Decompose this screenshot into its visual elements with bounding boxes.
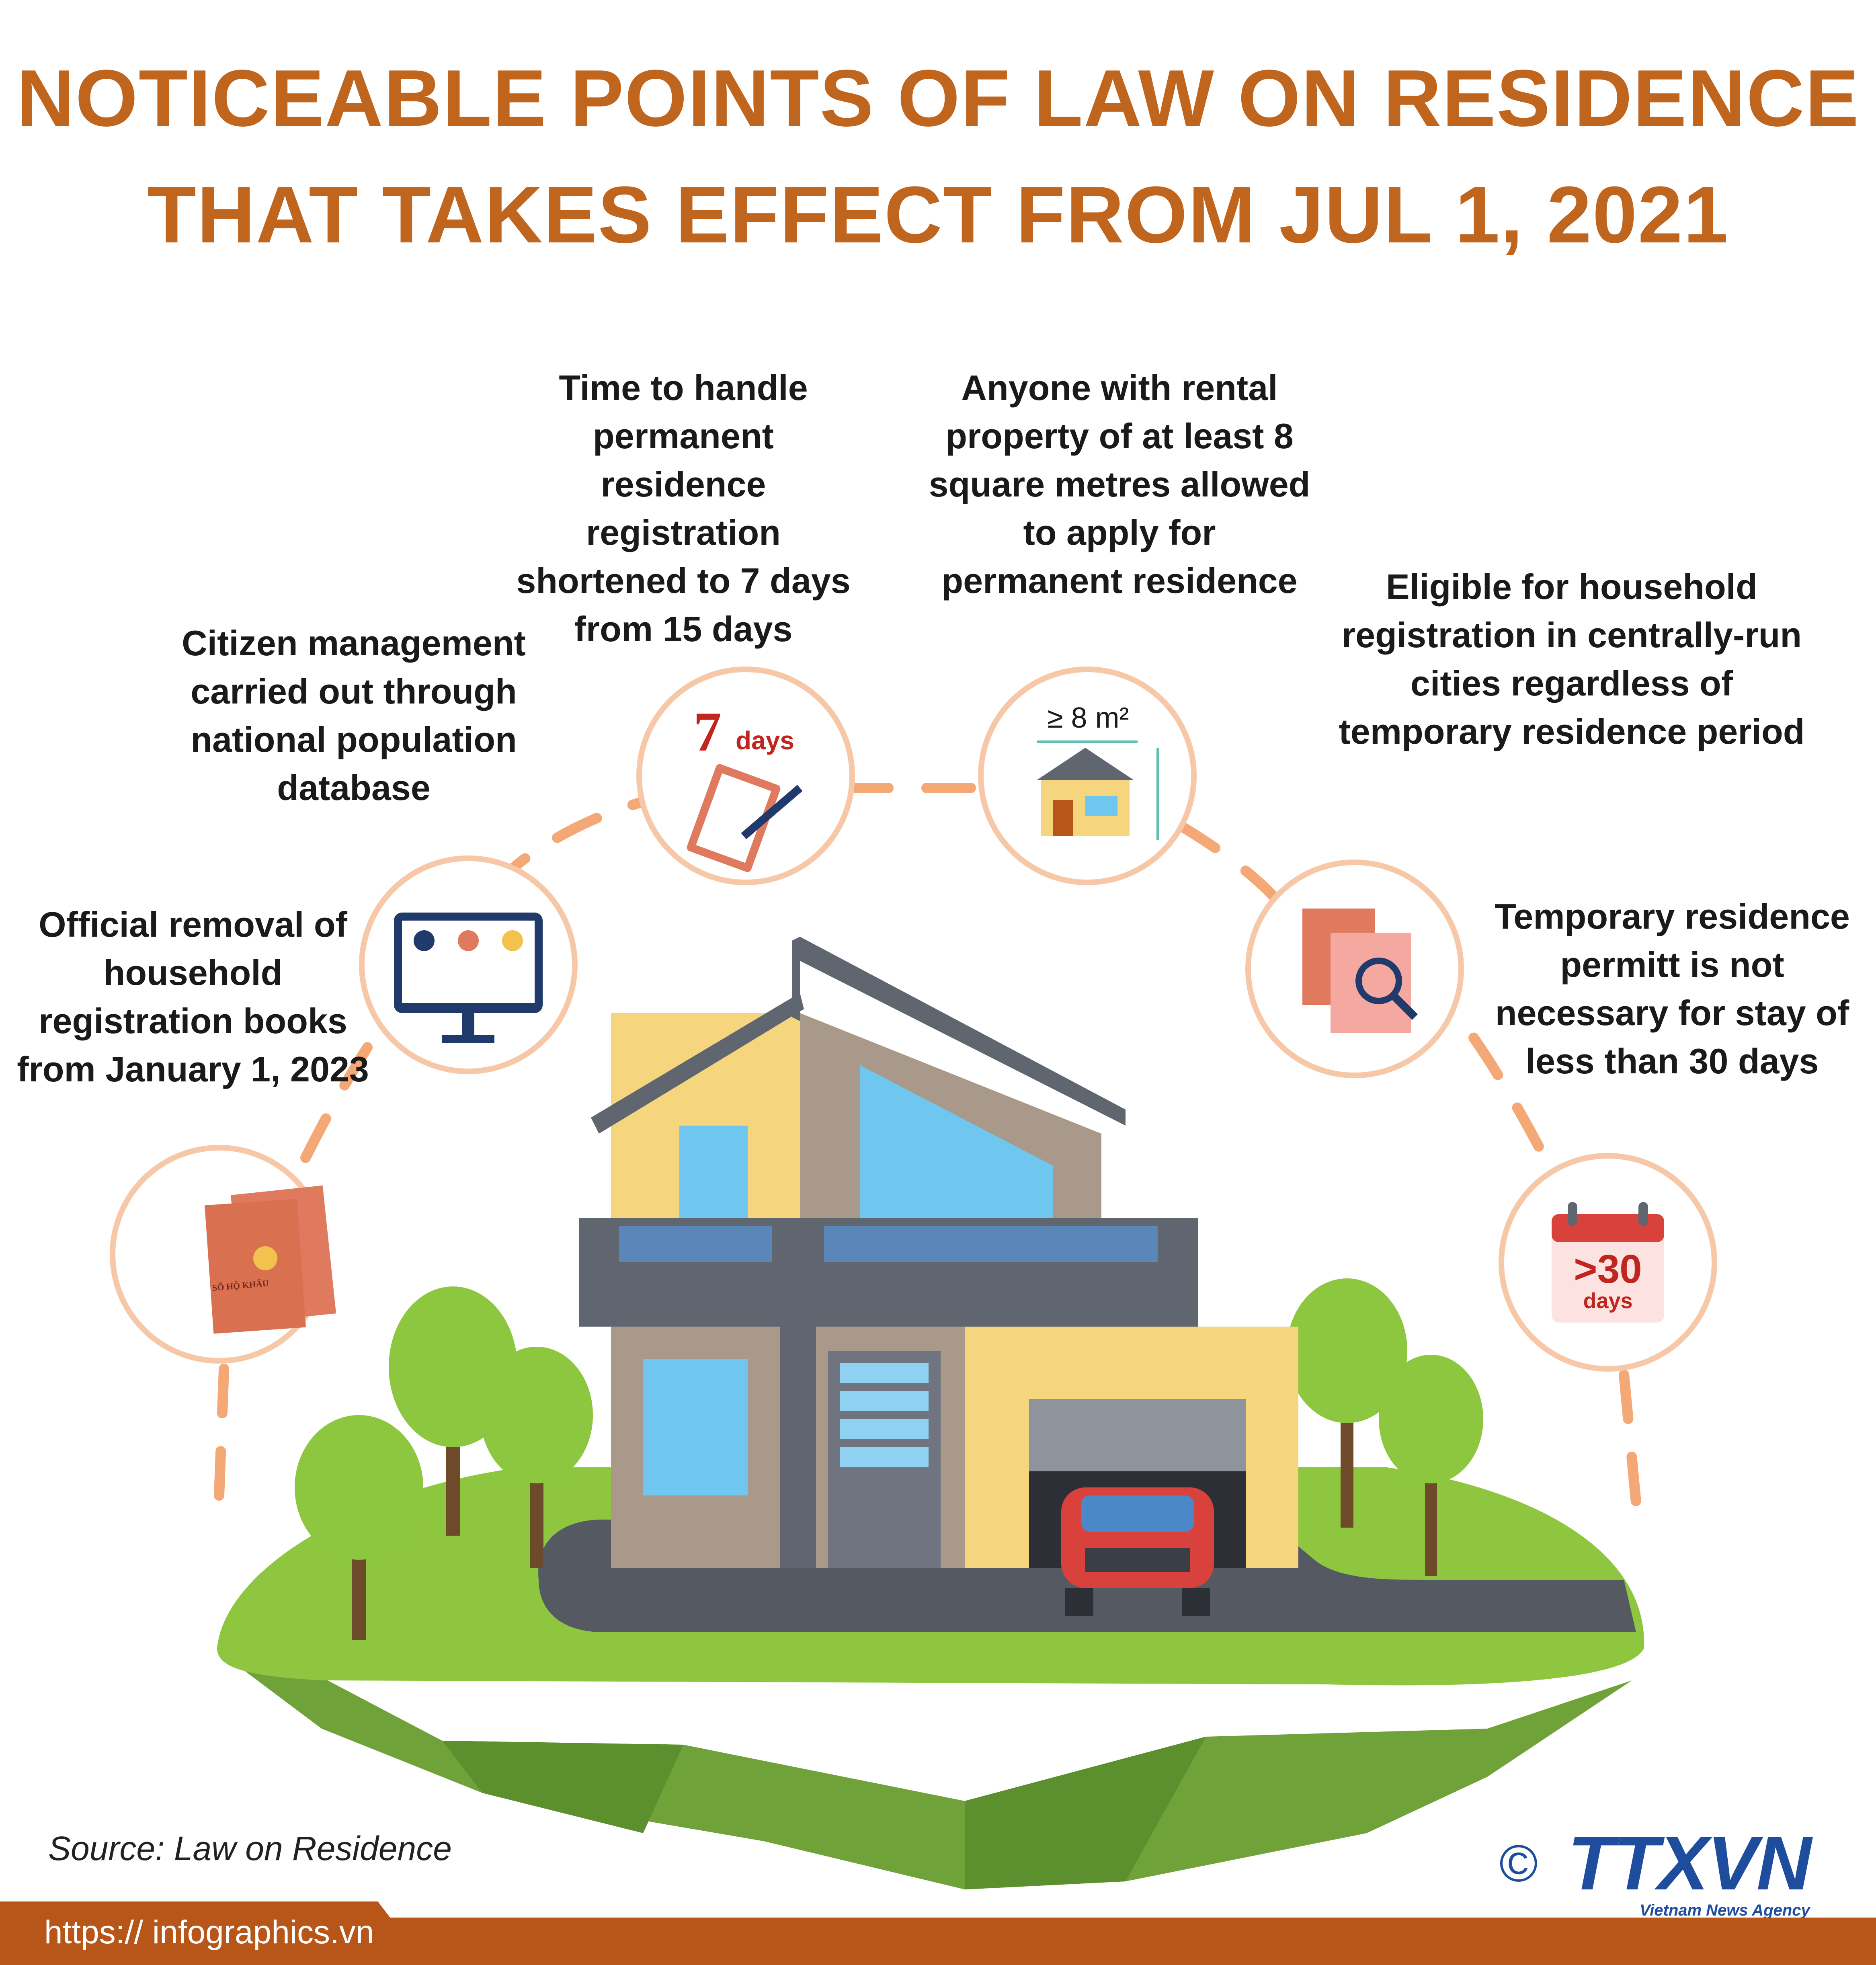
tree-right-front [1379, 1355, 1483, 1576]
logo-subtitle: Vietnam News Agency [1639, 1901, 1810, 1919]
house [579, 937, 1298, 1568]
point-database: Citizen management carried out through n… [182, 623, 526, 808]
checklist-icon [636, 667, 855, 885]
car [1061, 1487, 1214, 1616]
calendar-unit: days [1583, 1289, 1633, 1313]
copyright-symbol: © [1499, 1834, 1538, 1893]
website-link[interactable]: https:// infographics.vn [44, 1914, 374, 1951]
days-unit: days [736, 726, 794, 755]
point-7-days: Time to handle permanent residence regis… [516, 368, 851, 649]
title-line-2: THAT TAKES EFFECT FROM JUL 1, 2021 [147, 170, 1729, 260]
days-number: 7 [693, 701, 722, 763]
area-house-icon [978, 667, 1197, 885]
document-search-icon [1245, 859, 1464, 1078]
calendar-icon [1499, 1153, 1717, 1372]
point-temporary-permit: Temporary residence permitt is not neces… [1495, 896, 1850, 1081]
title-line-1: NOTICEABLE POINTS OF LAW ON RESIDENCE [16, 53, 1860, 143]
point-centrally-run-cities: Eligible for household registration in c… [1339, 567, 1805, 751]
tree-left-front [295, 1415, 423, 1640]
ttxvn-logo: TTXVN Vietnam News Agency [1568, 1821, 1812, 1920]
point-books: Official removal of household registrati… [17, 905, 369, 1089]
book-icon [110, 1145, 336, 1364]
source-note: Source: Law on Residence [48, 1830, 452, 1867]
logo-text: TTXVN [1568, 1821, 1812, 1906]
computer-icon [359, 855, 578, 1074]
area-label: ≥ 8 m² [1047, 702, 1129, 734]
point-8-square-metres: Anyone with rental property of at least … [929, 368, 1310, 601]
tree-right-back [1287, 1278, 1407, 1528]
calendar-number: >30 [1574, 1247, 1642, 1292]
tree-left-mid [480, 1347, 593, 1568]
footer-tab [0, 1901, 426, 1965]
